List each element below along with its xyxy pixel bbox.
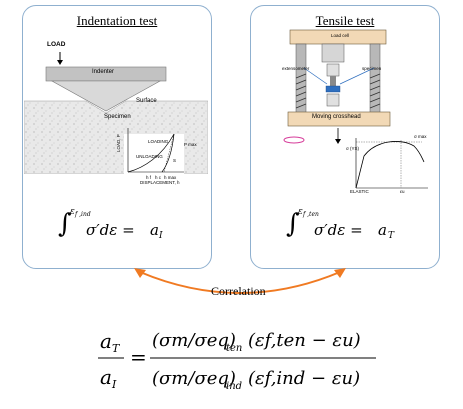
ind-upper-sub: f ,ind (74, 211, 91, 218)
lhs-denominator: a (100, 365, 112, 389)
tensile-machine (283, 29, 391, 144)
moving-crosshead-label: Moving crosshead (312, 114, 361, 120)
equals-sign: = (130, 345, 147, 369)
graph-hf-label: h f (146, 175, 152, 180)
graph-hmax-label: h max (164, 175, 177, 180)
eu-label: εu (400, 189, 405, 194)
den-stress-ratio-sub: ind (226, 381, 242, 392)
indentation-illustration (24, 52, 208, 174)
lhs-numerator-sub: T (112, 342, 121, 355)
graph-pmax-label: P max (184, 142, 197, 147)
stress-strain-graph (355, 138, 428, 189)
graph-loading-label: LOADING (148, 139, 169, 144)
load-displacement-graph (124, 128, 184, 174)
ten-result-sub: T (388, 231, 395, 241)
graph-ylabel: LOAD, P (116, 134, 121, 152)
ind-upper-limit: ε (70, 207, 75, 217)
ind-result-sub: I (158, 231, 163, 241)
tensile-equation: ∫ ε f ,ten σ′dε = a T (286, 207, 395, 241)
ten-result: a (378, 221, 387, 239)
stress-strain-curve (355, 141, 425, 189)
indentation-equation: ∫ ε f ,ind σ′dε = a I (58, 207, 163, 241)
indenter-label: Indenter (92, 69, 115, 75)
specimen-label: Specimen (104, 114, 131, 120)
tensile-title: Tensile test (315, 13, 375, 28)
graph-xlabel: DISPLACEMENT, h (140, 180, 180, 185)
ten-upper-limit: ε (298, 207, 303, 217)
surface-label: Surface (136, 98, 157, 104)
correlation-formula: a T a I = (σm/σeq) ten (εf,ten − εu) (σm… (98, 329, 376, 392)
tensile-panel: Tensile test (250, 5, 440, 269)
load-label: LOAD (47, 41, 66, 48)
ind-integrand: σ′dε = (86, 221, 135, 239)
sigma-ys-label: σ (YS) (346, 146, 360, 151)
ten-integrand: σ′dε = (314, 221, 363, 239)
den-stress-ratio: (σm/σeq) (152, 368, 236, 389)
lhs-numerator: a (100, 329, 112, 353)
den-strain-term: (εf,ind − εu) (248, 368, 360, 389)
elastic-label: ELASTIC (350, 189, 369, 194)
graph-hc-label: h c (155, 175, 162, 180)
indentation-title: Indentation test (76, 13, 158, 28)
correlation-arrow (134, 268, 346, 294)
graph-unloading-label: UNLOADING (136, 154, 163, 159)
loading-curve (127, 133, 175, 173)
load-cell-label: Load cell (331, 33, 350, 38)
sigma-max-label: σ max (414, 134, 427, 139)
num-strain-term: (εf,ten − εu) (248, 330, 361, 351)
ind-result: a (150, 221, 159, 239)
graph-s-label: S (173, 158, 177, 163)
svg-text:∫: ∫ (286, 209, 300, 239)
tensile-specimen-label: specimen (362, 66, 382, 71)
unloading-curve (161, 133, 175, 173)
num-stress-ratio: (σm/σeq) (152, 330, 236, 351)
correlation-label: Correlation (211, 284, 266, 298)
lhs-denominator-sub: I (111, 378, 117, 391)
num-stress-ratio-sub: ten (226, 343, 242, 354)
ten-upper-sub: f ,ten (302, 211, 319, 218)
indenter-tip (50, 80, 162, 112)
svg-text:∫: ∫ (58, 209, 72, 239)
extensometer-label: extensometer (282, 66, 310, 71)
